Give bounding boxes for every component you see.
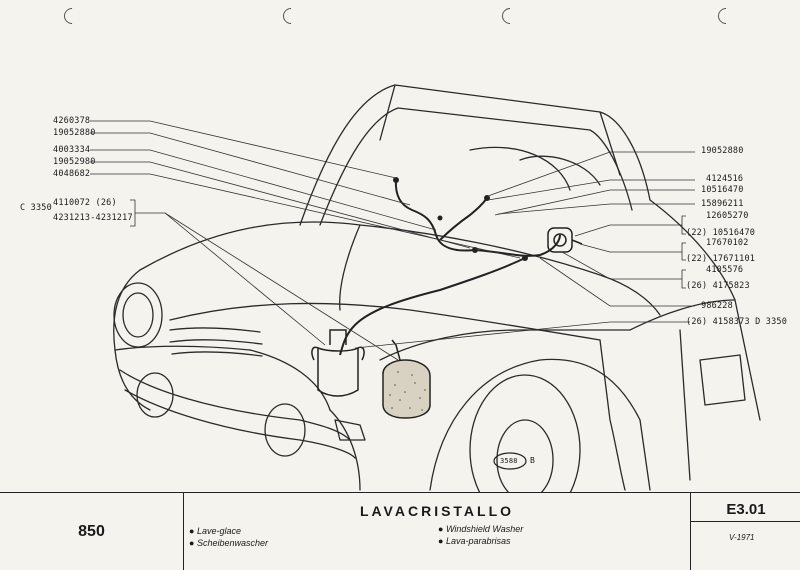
- title-translations-right: ● Windshield Washer ● Lava-parabrisas: [438, 523, 523, 547]
- model-number: 850: [0, 493, 184, 570]
- translation-german: ● Scheibenwascher: [189, 538, 268, 548]
- part-number-right-12: (26) 4158373 D 3350: [686, 317, 788, 327]
- part-number-right-5: 12605270: [706, 211, 749, 221]
- translation-french: ● Lave-glace: [189, 526, 241, 536]
- part-number-left-3: 4003334: [53, 145, 91, 155]
- part-number-right-2: 4124516: [706, 174, 744, 184]
- title-block: 850 LAVACRISTALLO ● Lave-glace ● Scheibe…: [0, 492, 800, 570]
- part-number-left-2: 19052880: [53, 128, 96, 138]
- page-title: LAVACRISTALLO: [359, 503, 515, 519]
- sheet-code-divider: [691, 521, 800, 522]
- car-washer-diagram: [90, 84, 761, 492]
- part-number-right-7: 17670102: [706, 238, 749, 248]
- part-number-right-10: (26) 4175823: [686, 281, 750, 291]
- part-number-right-4: 15896211: [701, 199, 744, 209]
- part-number-right-9: 4105576: [706, 265, 744, 275]
- part-number-left-1: 4260378: [53, 116, 91, 126]
- translation-english: ● Windshield Washer: [438, 524, 524, 534]
- part-number-right-3: 10516470: [701, 185, 744, 195]
- part-number-right-8: (22) 17671101: [686, 254, 756, 264]
- figure-stamp: 3588: [500, 457, 518, 465]
- figure-stamp-suffix: B: [530, 456, 536, 465]
- part-group-line-2: 4231213-4231217: [53, 213, 133, 223]
- part-number-right-11: 986228: [701, 301, 733, 311]
- part-number-right-6: (22) 10516470: [686, 228, 756, 238]
- part-number-right-1: 19052880: [701, 146, 744, 156]
- part-group-prefix: C 3350: [20, 203, 52, 213]
- title-center: LAVACRISTALLO ● Lave-glace ● Scheibenwas…: [185, 493, 689, 570]
- translation-spanish: ● Lava-parabrisas: [438, 536, 511, 546]
- revision-date: V-1971: [729, 533, 755, 542]
- title-translations-left: ● Lave-glace ● Scheibenwascher: [189, 525, 268, 549]
- sheet-code-box: E3.01 V-1971: [690, 493, 800, 570]
- part-group-line-1: 4110072 (26): [53, 198, 117, 208]
- sheet-code: E3.01: [726, 501, 766, 518]
- part-number-left-5: 4048682: [53, 169, 91, 179]
- part-number-left-4: 19052980: [53, 157, 96, 167]
